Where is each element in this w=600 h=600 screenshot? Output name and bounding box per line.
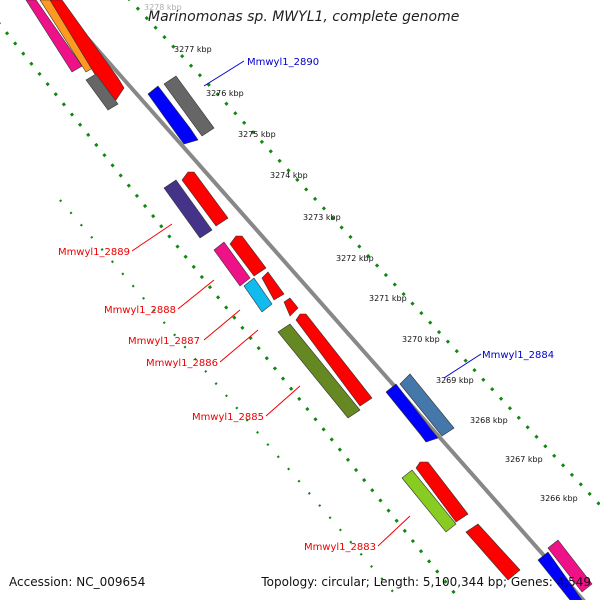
feature-blue-2884[interactable] [385,383,439,443]
outer-dotted-track [127,0,600,507]
gene-label-2886[interactable]: Mmwyl1_2886 [146,358,218,369]
feature-magenta-2888[interactable] [213,241,251,287]
tick-label: 3273 kbp [303,213,341,222]
tick-label: 3272 kbp [336,254,374,263]
feature-cyan-2887[interactable] [243,277,273,313]
leader-line-2889 [131,223,173,252]
feature-lime-2883[interactable] [401,469,457,533]
leader-line-2884 [443,353,482,379]
tick-label: 3277 kbp [174,45,212,54]
map-title: Marinomonas sp. MWYL1, complete genome [148,9,460,25]
feature-steelblue-2884[interactable] [399,373,455,437]
accession-text: Accession: NC_009654 [9,575,146,589]
feature-olive-2885[interactable] [277,323,361,419]
feature-grey-2890[interactable] [163,75,215,137]
leader-line-2890 [203,60,245,87]
tick-label: 3271 kbp [369,294,407,303]
feature-blue-bottom[interactable] [537,551,583,600]
leader-line-2885 [265,385,301,417]
gene-label-2889[interactable]: Mmwyl1_2889 [58,247,130,258]
gene-label-2888[interactable]: Mmwyl1_2888 [104,305,176,316]
feature-grey-top[interactable] [85,73,119,111]
leader-line-2888 [177,279,215,310]
tick-label: 3278 kbp [144,3,182,12]
tick-label: 3268 kbp [470,416,508,425]
feature-purple-2889[interactable] [163,179,213,239]
tick-label: 3276 kbp [206,89,244,98]
tick-label: 3275 kbp [238,130,276,139]
gene-label-2885[interactable]: Mmwyl1_2885 [192,412,264,423]
gene-label-2890[interactable]: Mmwyl1_2890 [247,57,319,68]
leader-line-2886 [219,329,259,363]
feature-red-2888b[interactable] [261,271,285,301]
leader-line-2887 [203,309,241,341]
gene-label-2887[interactable]: Mmwyl1_2887 [128,336,200,347]
feature-red-2883[interactable] [415,461,469,523]
tick-label: 3266 kbp [540,494,578,503]
label-leader-lines [131,60,482,547]
inner-dotted-track [0,22,462,600]
tick-labels: 3278 kbp 3277 kbp 3276 kbp 3275 kbp 3274… [144,3,578,503]
feature-red-2888a[interactable] [229,235,267,277]
gene-features [25,0,593,600]
tick-label: 3270 kbp [402,335,440,344]
backbone-line [51,0,586,600]
feature-red-2886[interactable] [283,297,299,317]
gene-label-2883[interactable]: Mmwyl1_2883 [304,542,376,553]
gene-label-2884[interactable]: Mmwyl1_2884 [482,350,554,361]
tick-label: 3269 kbp [436,376,474,385]
feature-red-bottom[interactable] [465,523,521,581]
leader-line-2883 [377,515,411,547]
gene-labels: Mmwyl1_2890 Mmwyl1_2889 Mmwyl1_2888 Mmwy… [58,57,554,553]
tick-label: 3274 kbp [270,171,308,180]
feature-red-2885[interactable] [295,313,373,407]
feature-magenta-bottom[interactable] [547,539,593,593]
feature-red-2889[interactable] [181,171,229,227]
genome-summary-text: Topology: circular; Length: 5,100,344 bp… [261,575,591,589]
tick-label: 3267 kbp [505,455,543,464]
feature-blue-2890[interactable] [147,85,199,145]
